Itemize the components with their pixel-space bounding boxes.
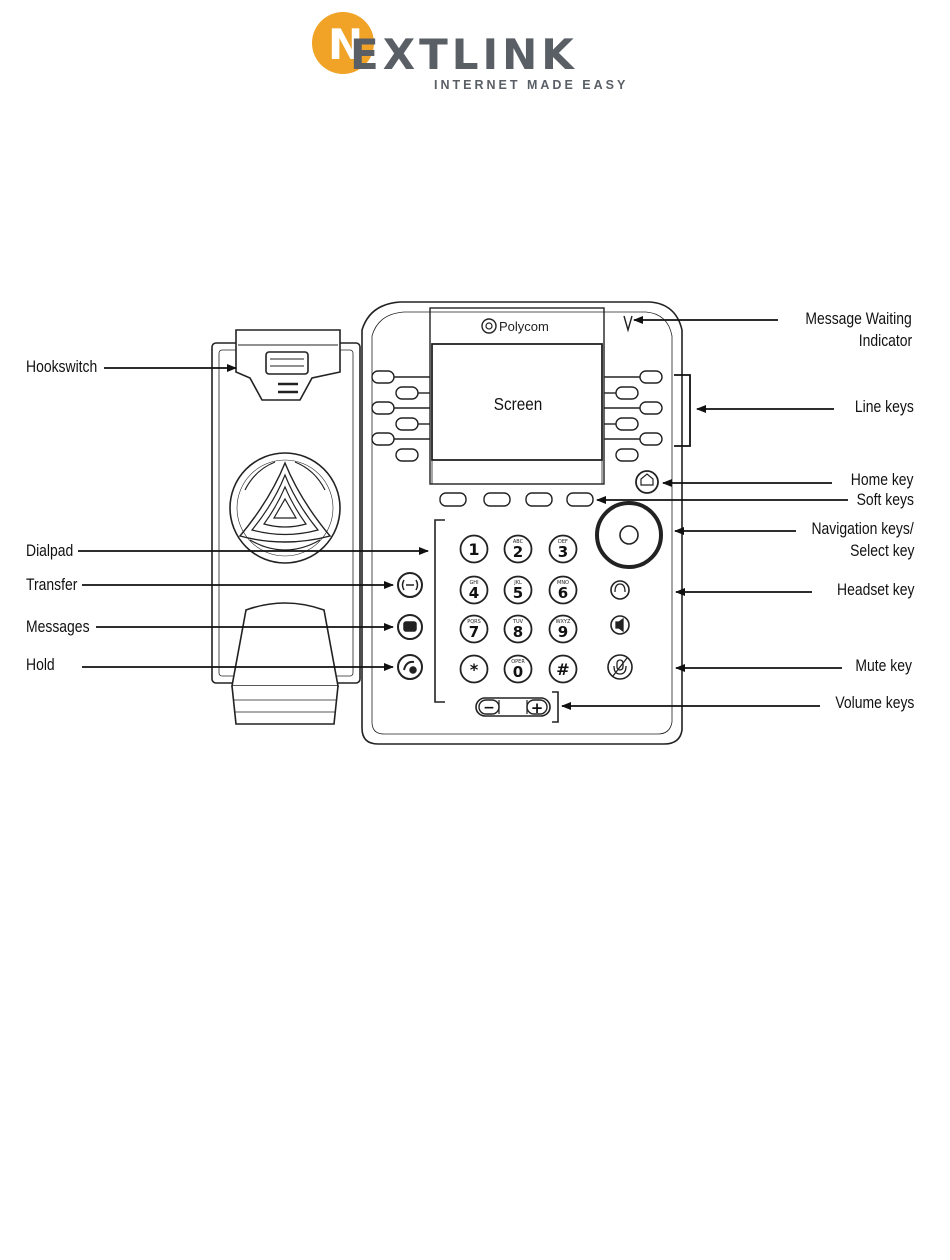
line-key[interactable] — [372, 433, 394, 445]
dialpad-key-digit: 4 — [469, 584, 479, 602]
messages-label: Messages — [26, 617, 90, 637]
soft-keys-label: Soft keys — [857, 490, 914, 510]
line-key[interactable] — [372, 371, 394, 383]
soft-key-1[interactable] — [440, 493, 466, 506]
line-key[interactable] — [616, 449, 638, 461]
soft-key-2[interactable] — [484, 493, 510, 506]
navigation-label-line2: Select key — [850, 541, 914, 561]
screen-label: Screen — [494, 394, 542, 414]
navigation-label-line1: Navigation keys/ — [812, 519, 914, 539]
mute-key-label: Mute key — [855, 656, 912, 676]
dialpad-key-1[interactable]: 1 — [461, 536, 488, 563]
hold-label: Hold — [26, 655, 55, 675]
polycom-label: Polycom — [499, 319, 549, 334]
hookswitch-label: Hookswitch — [26, 357, 97, 377]
message-waiting-label-line2: Indicator — [859, 331, 912, 351]
dialpad-label: Dialpad — [26, 541, 73, 561]
dialpad-key-digit: 8 — [513, 623, 523, 641]
line-key[interactable] — [616, 387, 638, 399]
line-key[interactable] — [640, 433, 662, 445]
select-key[interactable] — [620, 526, 638, 544]
line-key[interactable] — [616, 418, 638, 430]
line-key[interactable] — [640, 371, 662, 383]
dialpad-key-digit: 2 — [513, 543, 523, 561]
dialpad-key-digit: 6 — [558, 584, 568, 602]
volume-plus-label: + — [531, 699, 544, 717]
dialpad-key-digit: 0 — [513, 663, 523, 681]
transfer-label: Transfer — [26, 575, 77, 595]
line-keys-label: Line keys — [855, 397, 914, 417]
home-key[interactable] — [636, 471, 658, 493]
volume-keys: − + — [476, 698, 550, 717]
home-key-label: Home key — [851, 470, 914, 490]
dialpad-key-star[interactable]: * — [461, 656, 488, 683]
dialpad-key-digit: * — [470, 660, 479, 679]
dialpad-key-hash[interactable]: # — [550, 656, 577, 683]
line-key[interactable] — [396, 418, 418, 430]
messages-icon — [404, 622, 416, 631]
dialpad-key-digit: 9 — [558, 623, 568, 641]
line-key[interactable] — [640, 402, 662, 414]
volume-keys-label: Volume keys — [835, 693, 914, 713]
message-waiting-label-line1: Message Waiting — [806, 309, 912, 329]
soft-key-4[interactable] — [567, 493, 593, 506]
dialpad-key-digit: 5 — [513, 584, 523, 602]
navigation-keys[interactable] — [597, 503, 661, 567]
dialpad-key-digit: 3 — [558, 543, 568, 561]
line-key[interactable] — [396, 387, 418, 399]
line-key[interactable] — [372, 402, 394, 414]
handset-cradle — [212, 330, 360, 724]
line-key[interactable] — [396, 449, 418, 461]
volume-minus-label: − — [483, 700, 495, 716]
hold-key[interactable] — [398, 655, 422, 679]
dialpad-key-digit: # — [556, 660, 569, 679]
soft-key-3[interactable] — [526, 493, 552, 506]
headset-key-label: Headset key — [837, 580, 914, 600]
dialpad-key-digit: 1 — [468, 540, 479, 559]
dialpad-key-digit: 7 — [469, 623, 479, 641]
